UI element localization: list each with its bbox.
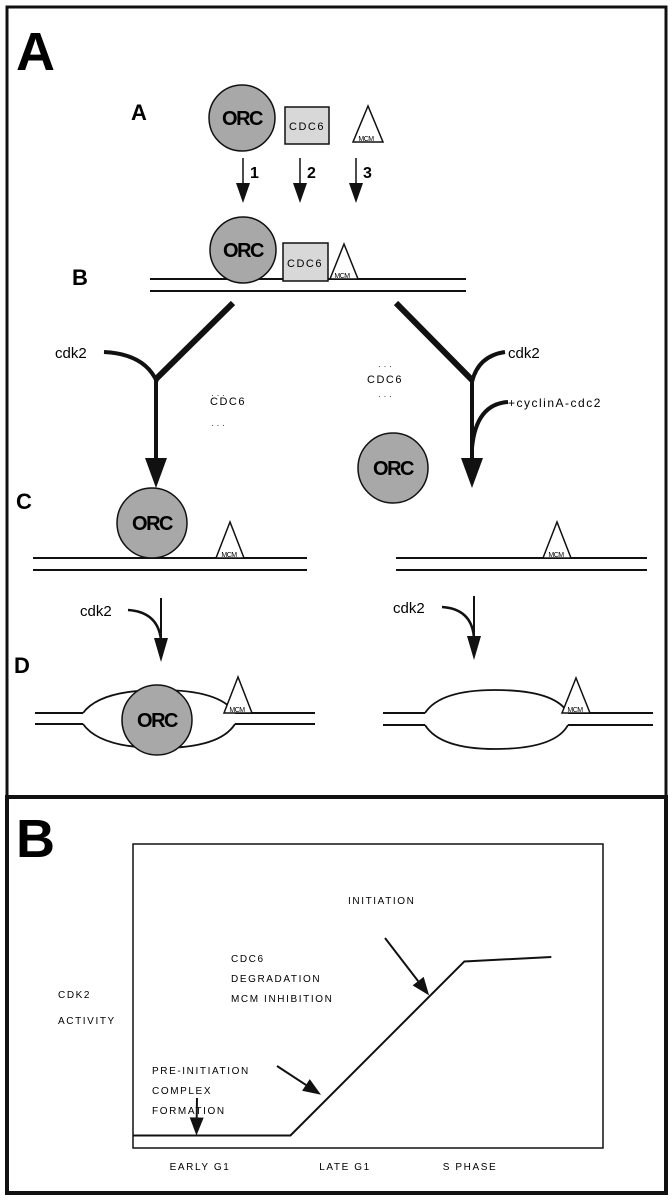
annotation-text: INITIATION <box>348 896 415 907</box>
annotation-text: FORMATION <box>152 1106 226 1117</box>
cdk2-activity-chart: CDK2 ACTIVITY EARLY G1 LATE G1 S PHASE PRE-… <box>58 843 604 1173</box>
dna-step-c-right <box>396 557 647 571</box>
series-line-0 <box>133 955 552 1137</box>
cdk2-left-label: cdk2 <box>55 345 87 362</box>
mcm-bound-b: MCM <box>328 241 360 280</box>
plot-area <box>132 843 604 1149</box>
cdk2-right-label: cdk2 <box>508 345 540 362</box>
annotation-arrow-shaft <box>276 1065 307 1086</box>
right-branch-arrow <box>393 300 509 488</box>
svg-text:· · ·: · · · <box>378 361 392 371</box>
svg-text:MCM: MCM <box>221 552 237 559</box>
panel-b-label: B <box>16 809 55 869</box>
annotation-arrow-shaft <box>384 937 419 982</box>
step-d-label: D <box>14 653 30 678</box>
panel-a-label: A <box>16 22 55 82</box>
svg-text:· · ·: · · · <box>211 390 225 400</box>
svg-text:MCM: MCM <box>567 707 583 714</box>
step-b-label: B <box>72 265 88 290</box>
annotation-text: DEGRADATION <box>231 974 321 985</box>
annotation-text: PRE-INITIATION <box>152 1066 250 1077</box>
svg-text:CDC6: CDC6 <box>287 258 323 270</box>
annotation-text: COMPLEX <box>152 1086 212 1097</box>
arrow-1 <box>236 158 250 203</box>
dna-step-c-left <box>33 557 307 571</box>
annotation-arrow-head <box>189 1117 204 1136</box>
annotation-text: MCM INHIBITION <box>231 994 333 1005</box>
cdk2-arrow-c-right <box>441 596 481 660</box>
y-axis-label-line2: ACTIVITY <box>58 1016 116 1027</box>
arrow-2-number: 2 <box>307 165 316 182</box>
mcm-bound-c-right: MCM <box>541 519 573 559</box>
cdc6-label: CDC6 <box>289 121 325 133</box>
replication-bubble-right <box>383 689 653 750</box>
svg-text:ORC: ORC <box>223 240 264 262</box>
svg-text:MCM: MCM <box>334 273 350 280</box>
annotation-text: CDC6 <box>231 954 265 965</box>
orc-bound-c: ORC <box>116 487 188 559</box>
orc-free: ORC <box>208 84 276 152</box>
mcm-bound-d-left: MCM <box>222 674 254 714</box>
cdk2-c-right-label: cdk2 <box>393 600 425 617</box>
mcm-label: MCM <box>358 136 374 143</box>
mcm-bound-d-right: MCM <box>560 675 592 714</box>
orc-bound-b: ORC <box>209 216 277 284</box>
mcm-bound-c-left: MCM <box>214 519 246 559</box>
svg-text:ORC: ORC <box>373 458 414 480</box>
x-tick-label: EARLY G1 <box>170 1162 231 1173</box>
cdk2-arrow-c-left <box>127 598 168 662</box>
step-a-label: A <box>131 100 147 125</box>
svg-text:CDC6: CDC6 <box>367 374 403 386</box>
svg-text:MCM: MCM <box>548 552 564 559</box>
left-branch-arrow <box>103 300 236 488</box>
x-tick-label: S PHASE <box>443 1162 498 1173</box>
svg-text:ORC: ORC <box>132 513 173 535</box>
svg-text:· · ·: · · · <box>211 420 225 430</box>
annotation-arrow-head <box>302 1079 321 1095</box>
arrow-3 <box>349 158 363 203</box>
released-cdc6-left: CDC6 · · · · · · <box>210 390 246 430</box>
released-cdc6-right: CDC6 · · · · · · <box>367 361 403 401</box>
orc-label: ORC <box>222 108 263 130</box>
cyclina-cdc2-label: +cyclinA-cdc2 <box>508 396 602 410</box>
cdc6-free: CDC6 <box>284 106 330 145</box>
x-tick-label: LATE G1 <box>319 1162 371 1173</box>
step-c-label: C <box>16 489 32 514</box>
y-axis-label-line1: CDK2 <box>58 990 91 1001</box>
orc-released-right: ORC <box>357 432 429 504</box>
svg-text:MCM: MCM <box>229 707 245 714</box>
svg-text:· · ·: · · · <box>378 391 392 401</box>
annotation-arrow-head <box>412 976 430 996</box>
arrow-2 <box>293 158 307 203</box>
cdc6-bound-b: CDC6 <box>282 242 329 282</box>
svg-text:ORC: ORC <box>137 710 178 732</box>
arrow-3-number: 3 <box>363 165 372 182</box>
cdk2-c-left-label: cdk2 <box>80 603 112 620</box>
svg-text:CDC6: CDC6 <box>210 396 246 408</box>
orc-bound-d: ORC <box>121 684 193 756</box>
panel-b-frame <box>5 795 668 1195</box>
arrow-1-number: 1 <box>250 165 259 182</box>
mcm-free: MCM <box>351 104 385 143</box>
